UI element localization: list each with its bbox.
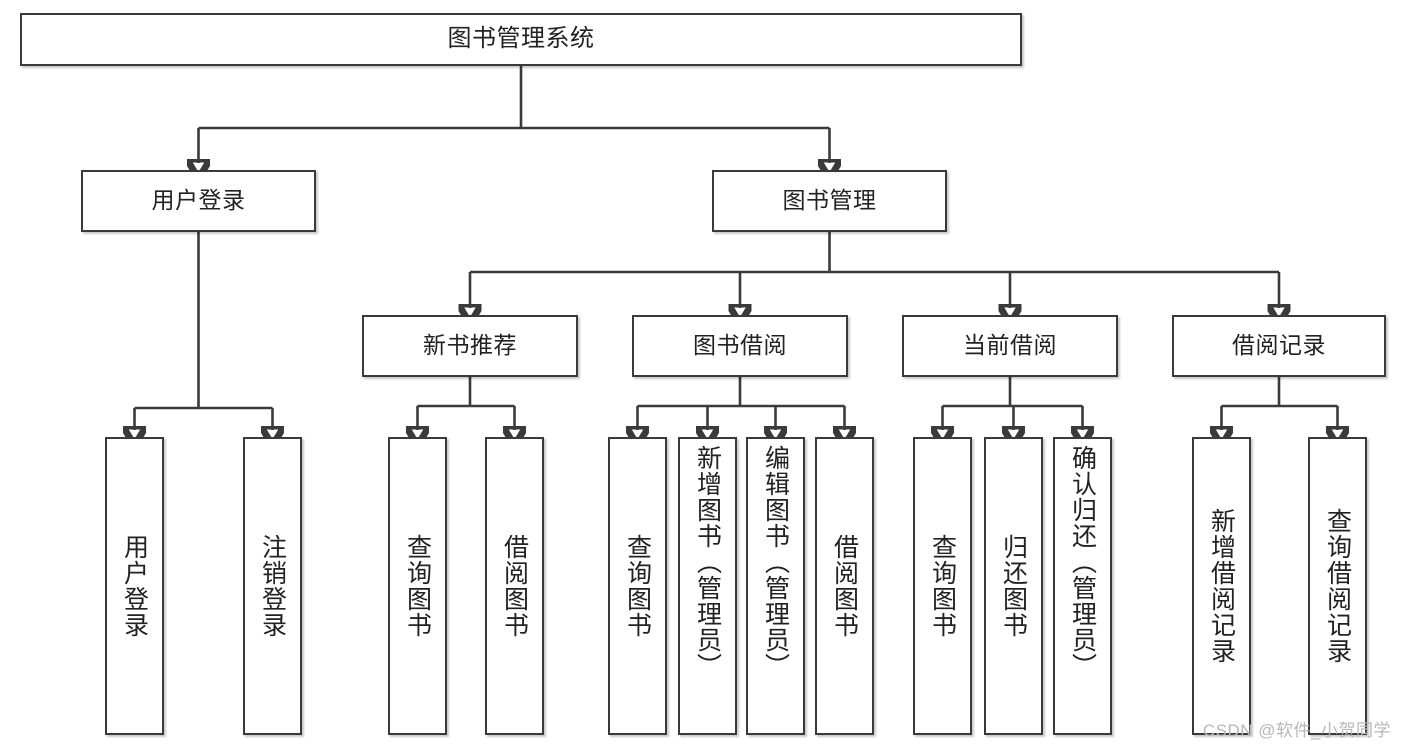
node-label: 当前借阅	[963, 332, 1057, 359]
node-label: 查询借阅记录	[1323, 508, 1352, 664]
node-leaf-return-book[interactable]: 归还图书	[984, 437, 1043, 735]
node-leaf-add-book[interactable]: 新增图书（管理员）	[678, 437, 737, 735]
node-label: 借阅图书	[500, 534, 529, 638]
node-borrow-record[interactable]: 借阅记录	[1172, 315, 1386, 377]
node-label: 新增借阅记录	[1207, 508, 1236, 664]
node-leaf-confirm-return[interactable]: 确认归还（管理员）	[1053, 437, 1112, 735]
node-label: 查询图书	[623, 534, 652, 638]
node-label: 新增图书（管理员）	[693, 445, 722, 679]
node-label: 借阅记录	[1232, 332, 1326, 359]
node-label: 新书推荐	[423, 332, 517, 359]
node-label: 注销登录	[258, 534, 287, 638]
node-label: 归还图书	[999, 534, 1028, 638]
node-leaf-user-login[interactable]: 用户登录	[105, 437, 164, 735]
node-label: 用户登录	[120, 534, 149, 638]
node-label: 用户登录	[151, 187, 246, 214]
node-book-borrow[interactable]: 图书借阅	[632, 315, 848, 377]
node-label: 图书借阅	[693, 332, 787, 359]
node-label: 借阅图书	[830, 534, 859, 638]
node-book-manage[interactable]: 图书管理	[712, 170, 947, 232]
node-current-borrow[interactable]: 当前借阅	[902, 315, 1118, 377]
node-leaf-query-book-1[interactable]: 查询图书	[388, 437, 447, 735]
node-label: 编辑图书（管理员）	[761, 445, 790, 679]
node-leaf-add-record[interactable]: 新增借阅记录	[1192, 437, 1251, 735]
node-root[interactable]: 图书管理系统	[20, 13, 1022, 66]
node-label: 确认归还（管理员）	[1068, 445, 1097, 679]
node-label: 查询图书	[928, 534, 957, 638]
node-leaf-logout[interactable]: 注销登录	[243, 437, 302, 735]
node-leaf-borrow-book-1[interactable]: 借阅图书	[485, 437, 544, 735]
node-label: 图书管理系统	[447, 25, 595, 53]
node-label: 图书管理	[782, 187, 877, 214]
node-leaf-edit-book[interactable]: 编辑图书（管理员）	[746, 437, 805, 735]
node-label: 查询图书	[403, 534, 432, 638]
node-user-login[interactable]: 用户登录	[81, 170, 316, 232]
node-new-book-recommend[interactable]: 新书推荐	[362, 315, 578, 377]
node-leaf-query-book-3[interactable]: 查询图书	[913, 437, 972, 735]
node-leaf-borrow-book-2[interactable]: 借阅图书	[815, 437, 874, 735]
node-leaf-query-book-2[interactable]: 查询图书	[608, 437, 667, 735]
watermark-text: CSDN @软件_小贺同学	[1202, 721, 1391, 740]
node-leaf-query-record[interactable]: 查询借阅记录	[1308, 437, 1367, 735]
